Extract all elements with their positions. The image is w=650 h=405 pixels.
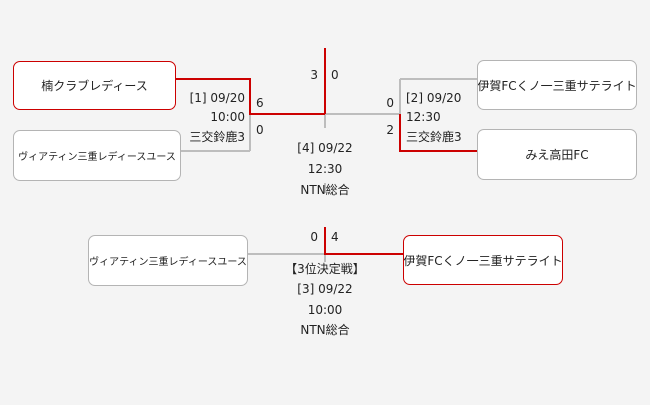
third-place-score-left: 0 [310, 230, 318, 244]
final-match-info: [4] 09/22 [297, 141, 353, 155]
team-box-mie-takada[interactable]: みえ高田FC [477, 129, 637, 180]
final-score-left: 3 [310, 68, 318, 82]
final-time: 12:30 [307, 162, 343, 176]
sf1-venue: 三交鈴鹿3 [189, 130, 245, 144]
sf1-match-info: [1] 09/20 [189, 91, 245, 105]
sf2-score-bottom: 2 [386, 123, 394, 137]
third-place-match-info: [3] 09/22 [297, 282, 353, 296]
sf2-score-top: 0 [386, 96, 394, 110]
sf2-match-info: [2] 09/20 [406, 91, 462, 105]
sf1-winner-path [176, 78, 325, 115]
sf2-winner-path [399, 114, 477, 152]
sf1-score-bottom: 0 [256, 123, 264, 137]
sf2-time: 12:30 [406, 110, 441, 124]
final-venue: NTN総合 [300, 183, 350, 197]
third-place-time: 10:00 [307, 303, 343, 317]
third-place-title: 【3位決定戦】 [285, 262, 365, 276]
team-box-viatin-youth-third[interactable]: ヴィアティン三重レディースユース [88, 235, 248, 286]
sf2-venue: 三交鈴鹿3 [406, 130, 462, 144]
team-box-viatin-youth[interactable]: ヴィアティン三重レディースユース [13, 130, 181, 181]
team-box-iga-satellite[interactable]: 伊賀FCくノ一三重サテライト [477, 60, 637, 110]
team-box-kusunoki[interactable]: 楠クラブレディース [13, 61, 176, 110]
third-place-score-right: 4 [331, 230, 339, 244]
third-place-winner-path [324, 227, 403, 255]
sf1-time: 10:00 [210, 110, 245, 124]
sf1-score-top: 6 [256, 96, 264, 110]
final-score-right: 0 [331, 68, 339, 82]
team-box-iga-satellite-third[interactable]: 伊賀FCくノ一三重サテライト [403, 235, 563, 285]
third-place-venue: NTN総合 [300, 323, 350, 337]
